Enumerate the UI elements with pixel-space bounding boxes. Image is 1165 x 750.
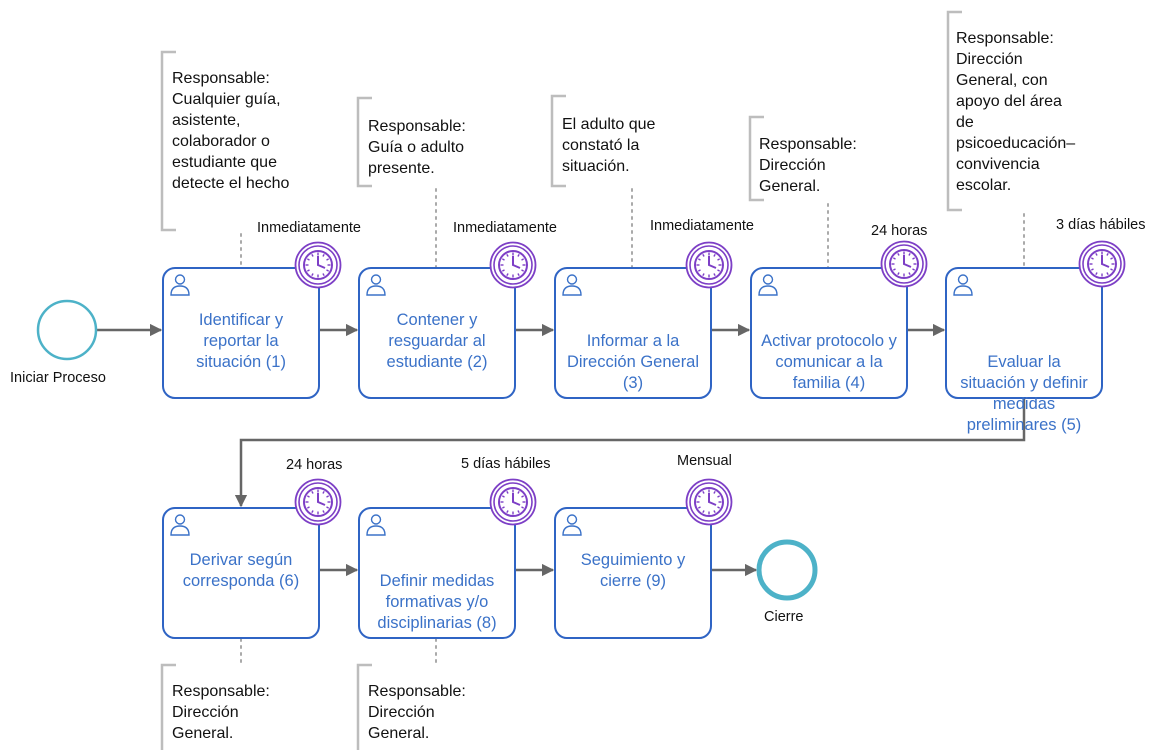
task-3-annotation-bracket — [550, 94, 566, 188]
task-3-timer-label: Inmediatamente — [650, 218, 754, 234]
task-1-timer-label: Inmediatamente — [257, 220, 361, 236]
task-8-label: Seguimiento y cierre (9) — [580, 551, 686, 590]
task-5-box[interactable] — [945, 267, 1103, 399]
start-event[interactable] — [36, 299, 98, 361]
task-7-box[interactable] — [358, 507, 516, 639]
clock-icon — [685, 478, 733, 526]
end-event-label: Cierre — [764, 609, 804, 625]
task-7-label: Definir medidas formativas y/o disciplin… — [377, 572, 497, 632]
task-2-timer-label: Inmediatamente — [453, 220, 557, 236]
task-7-timer-label: 5 días hábiles — [461, 456, 551, 472]
task-6-annotation-bracket — [160, 663, 176, 750]
task-6-label: Derivar según corresponda (6) — [182, 551, 300, 590]
clock-icon — [294, 478, 342, 526]
task-4-label: Activar protocolo y comunicar a la famil… — [761, 332, 897, 392]
task-6-annotation: Responsable: Dirección General. — [172, 683, 270, 742]
task-5-timer-label: 3 días hábiles — [1056, 217, 1146, 233]
task-7-annotation: Responsable: Dirección General. — [368, 683, 466, 742]
clock-icon — [880, 240, 928, 288]
clock-icon — [1078, 240, 1126, 288]
task-2-annotation-bracket — [356, 96, 372, 188]
task-4-annotation: Responsable: Dirección General. — [759, 136, 857, 195]
task-1-label: Identificar y reportar la situación (1) — [196, 311, 286, 371]
start-event-label: Iniciar Proceso — [10, 370, 106, 386]
task-4-timer-label: 24 horas — [871, 223, 928, 239]
end-event[interactable] — [756, 539, 818, 601]
task-5-annotation: Responsable: Dirección General, con apoy… — [956, 30, 1076, 194]
task-3-label: Informar a la Dirección General (3) — [566, 332, 700, 392]
task-5-annotation-bracket — [946, 10, 962, 212]
task-4-box[interactable] — [750, 267, 908, 399]
task-3-box[interactable] — [554, 267, 712, 399]
task-6-timer-label: 24 horas — [286, 457, 343, 473]
task-1-annotation-bracket — [160, 50, 176, 232]
task-2-annotation: Responsable: Guía o adulto presente. — [368, 118, 466, 177]
task-2-label: Contener y resguardar al estudiante (2) — [386, 311, 488, 371]
task-6-box[interactable] — [162, 507, 320, 639]
clock-icon — [489, 241, 537, 289]
task-3-annotation: El adulto que constató la situación. — [562, 116, 656, 175]
task-7-annotation-bracket — [356, 663, 372, 750]
task-8-timer-label: Mensual — [677, 453, 732, 469]
flow-task-5-to-task-6[interactable] — [234, 398, 1026, 508]
task-1-annotation: Responsable: Cualquier guía, asistente, … — [172, 70, 290, 192]
task-4-annotation-bracket — [748, 115, 764, 202]
task-8-box[interactable] — [554, 507, 712, 639]
task-2-box[interactable] — [358, 267, 516, 399]
clock-icon — [294, 241, 342, 289]
clock-icon — [489, 478, 537, 526]
task-5-label: Evaluar la situación y definir medidas p… — [960, 353, 1088, 434]
clock-icon — [685, 241, 733, 289]
task-1-box[interactable] — [162, 267, 320, 399]
